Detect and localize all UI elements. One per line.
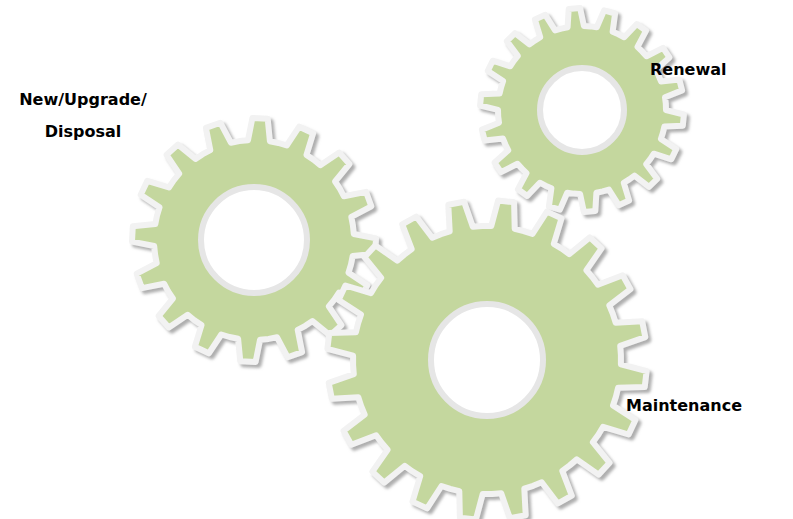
gear-label: Maintenance xyxy=(626,390,742,422)
gear-body xyxy=(132,118,376,362)
gear-body xyxy=(480,8,684,212)
gear-label: Renewal xyxy=(650,54,726,86)
gear-hole xyxy=(540,68,624,152)
gear-renewal xyxy=(480,8,684,212)
gear-hole xyxy=(431,304,543,416)
gear-maintenance xyxy=(327,200,646,519)
gear-new xyxy=(132,118,376,362)
gear-body xyxy=(327,200,646,519)
gear-hole xyxy=(201,187,307,293)
gear-label: New/Upgrade/ Disposal xyxy=(4,84,162,148)
